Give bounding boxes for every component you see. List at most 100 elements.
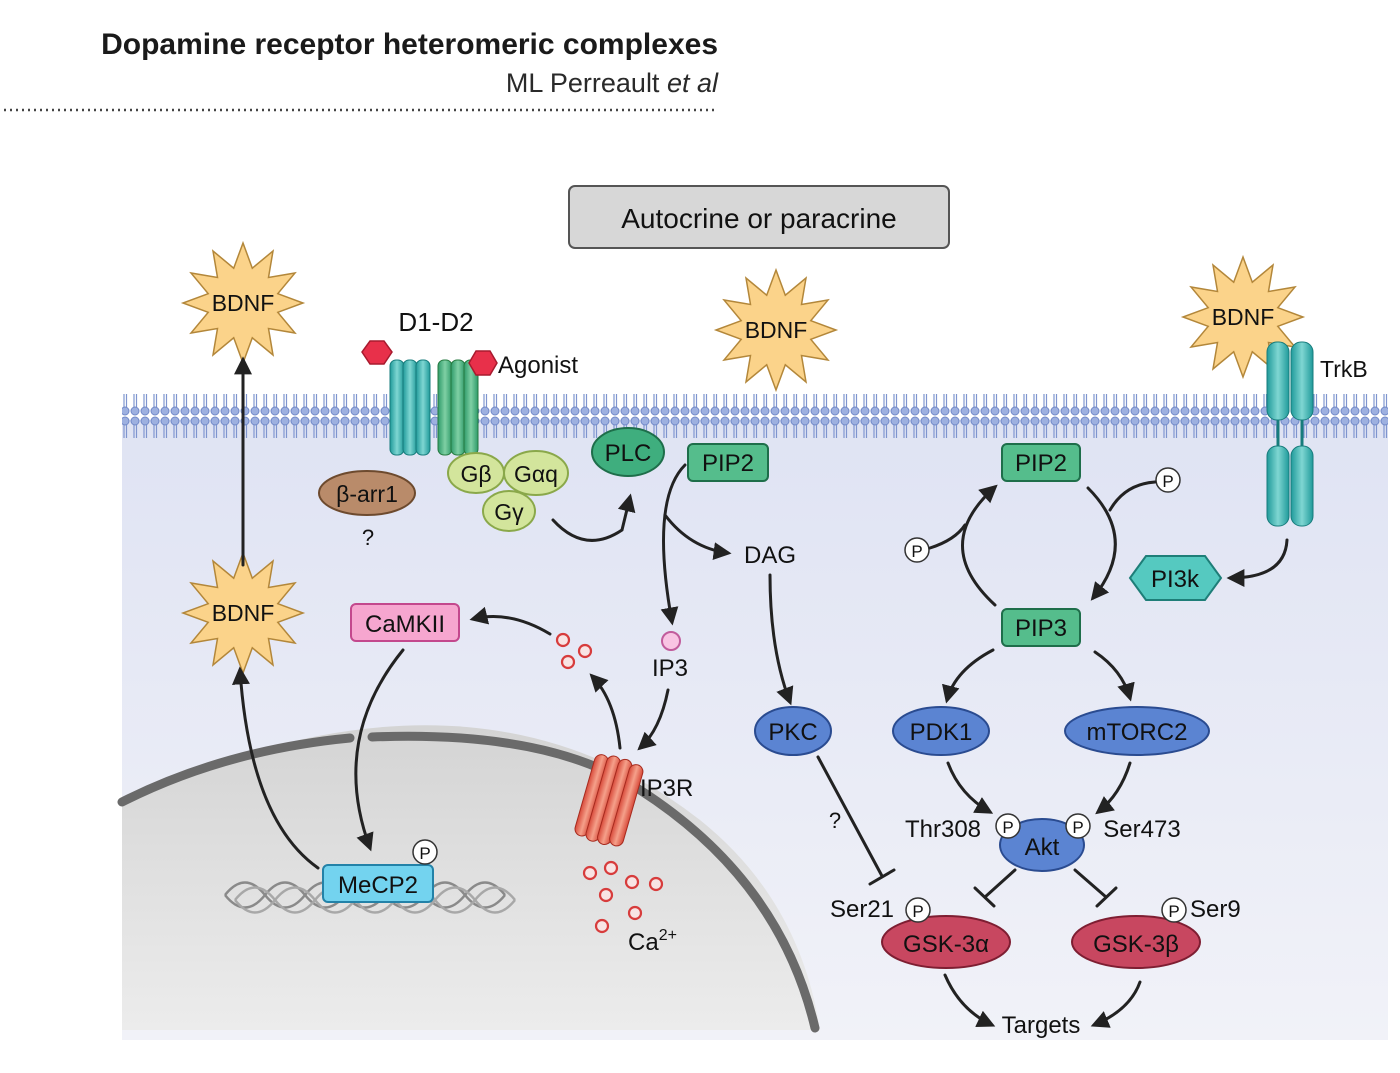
svg-text:PIP2: PIP2 [1015, 450, 1067, 477]
calcium-cluster-lower [582, 860, 664, 934]
pdk1-node: PDK1 [892, 706, 990, 756]
mtorc2-node: mTORC2 [1064, 706, 1210, 756]
gbeta-label: Gβ [460, 461, 491, 487]
beta-arrestin: β-arr1 [318, 470, 416, 516]
inhibit-akt-gsk3a [983, 868, 1017, 899]
svg-text:P: P [1002, 818, 1013, 837]
gsk3a-node: GSK-3α [881, 915, 1011, 969]
pip2-right: PIP2 [1001, 443, 1081, 482]
arrow-pip3-loop-up [961, 484, 998, 607]
svg-text:GSK-3β: GSK-3β [1093, 931, 1179, 958]
galphaq-label: Gαq [514, 461, 558, 487]
svg-text:P: P [911, 542, 922, 561]
svg-text:PIP3: PIP3 [1015, 615, 1067, 642]
bdnf-star-middle-left: BDNF [180, 550, 306, 676]
ser9-label: Ser9 [1190, 896, 1241, 923]
agonist-label: Agonist [498, 352, 578, 379]
g-protein-complex: Gβ Gαq Gγ [447, 450, 569, 532]
arrow-p-in [1108, 480, 1157, 512]
arrow-pip2-dag [663, 513, 732, 561]
svg-text:P: P [1162, 472, 1173, 491]
pkc-node: PKC [754, 706, 832, 756]
phospho-mecp2: P [412, 839, 438, 865]
pip2-left: PIP2 [687, 443, 769, 482]
arrow-pip3-mtorc2 [1093, 650, 1135, 702]
ip3r-channel [574, 754, 644, 847]
phospho-ser473: P [1065, 813, 1091, 839]
header: Dopamine receptor heteromeric complexes … [4, 28, 719, 112]
svg-text:mTORC2: mTORC2 [1087, 719, 1188, 746]
arrow-camkii-mecp2 [354, 648, 405, 852]
plc-node: PLC [591, 427, 665, 477]
plasma-membrane [122, 390, 1388, 442]
arrow-dag-pkc [768, 573, 794, 706]
inhibit-akt-gsk3a-bar [973, 886, 996, 908]
svg-text:P: P [1168, 902, 1179, 921]
ggamma-label: Gγ [494, 499, 524, 525]
nuclear-envelope-right [367, 731, 820, 1033]
arrow-gsk3a-targets [943, 973, 996, 1028]
svg-text:P: P [419, 844, 430, 863]
camkii-node: CaMKII [350, 603, 460, 642]
thr308-label: Thr308 [905, 816, 981, 843]
paper-title: Dopamine receptor heteromeric complexes [101, 28, 718, 61]
pi3k-node: PI3k [1128, 555, 1223, 601]
arrow-pip2-ip3 [660, 463, 687, 626]
paper-authors: ML Perreault et al [506, 68, 719, 98]
inhibit-akt-gsk3b-bar [1095, 886, 1118, 908]
ip3-molecule [661, 631, 681, 651]
akt-node: Akt [999, 818, 1085, 872]
agonist-left [361, 340, 393, 365]
arrow-mecp2-bdnf [231, 666, 320, 870]
arrow-trkb-pi3k [1226, 538, 1289, 587]
d1d2-label: D1-D2 [398, 307, 473, 337]
pip3-node: PIP3 [1001, 608, 1081, 647]
svg-text:BDNF: BDNF [1212, 304, 1275, 330]
pkc-question: ? [829, 808, 841, 833]
svg-text:GSK-3α: GSK-3α [903, 931, 989, 958]
svg-text:CaMKII: CaMKII [365, 611, 445, 638]
nuclear-envelope [117, 733, 355, 807]
arrow-ip3-ip3r [637, 688, 670, 751]
arrow-p-out [928, 523, 967, 550]
barr-question: ? [362, 525, 374, 550]
inhibit-akt-gsk3b [1073, 868, 1108, 899]
svg-text:β-arr1: β-arr1 [336, 481, 398, 507]
arrow-mtorc2-akt [1095, 761, 1132, 815]
arrow-gq-plc [551, 493, 636, 542]
trkb-receptor [1266, 341, 1314, 527]
inhibit-pkc-bar [868, 868, 896, 886]
ser473-label: Ser473 [1103, 816, 1180, 843]
svg-text:P: P [912, 902, 923, 921]
mecp2-node: MeCP2 [322, 864, 434, 903]
arrow-pdk1-akt [946, 761, 994, 814]
arrow-ca-camkii [469, 606, 552, 636]
phospho-ser21: P [905, 897, 931, 923]
bdnf-star-top-left: BDNF [180, 240, 306, 366]
trkb-label: TrkB [1320, 356, 1368, 382]
bdnf-star-center: BDNF [713, 267, 839, 393]
svg-text:PI3k: PI3k [1151, 566, 1200, 593]
calcium-label: Ca2+ [628, 927, 677, 956]
autocrine-banner: Autocrine or paracrine [568, 185, 950, 249]
agonist-right [468, 350, 498, 376]
calcium-cluster-upper [555, 632, 593, 670]
gsk3b-node: GSK-3β [1071, 915, 1201, 969]
phospho-thr308: P [995, 813, 1021, 839]
arrow-pip2-loop-down [1086, 486, 1117, 601]
phospho-right: P [1155, 467, 1181, 493]
svg-text:MeCP2: MeCP2 [338, 872, 418, 899]
targets-label: Targets [1002, 1012, 1081, 1039]
inhibit-pkc-gsk3a [816, 755, 884, 878]
svg-text:BDNF: BDNF [212, 600, 275, 626]
svg-text:PLC: PLC [605, 440, 652, 467]
svg-text:BDNF: BDNF [745, 317, 808, 343]
arrow-gsk3b-targets [1090, 980, 1142, 1028]
ser21-label: Ser21 [830, 896, 894, 923]
arrow-ip3r-ca [589, 673, 622, 750]
svg-text:BDNF: BDNF [212, 290, 275, 316]
svg-text:PDK1: PDK1 [910, 719, 973, 746]
bdnf-star-right: BDNF [1180, 254, 1306, 380]
ip3-label: IP3 [652, 655, 688, 682]
